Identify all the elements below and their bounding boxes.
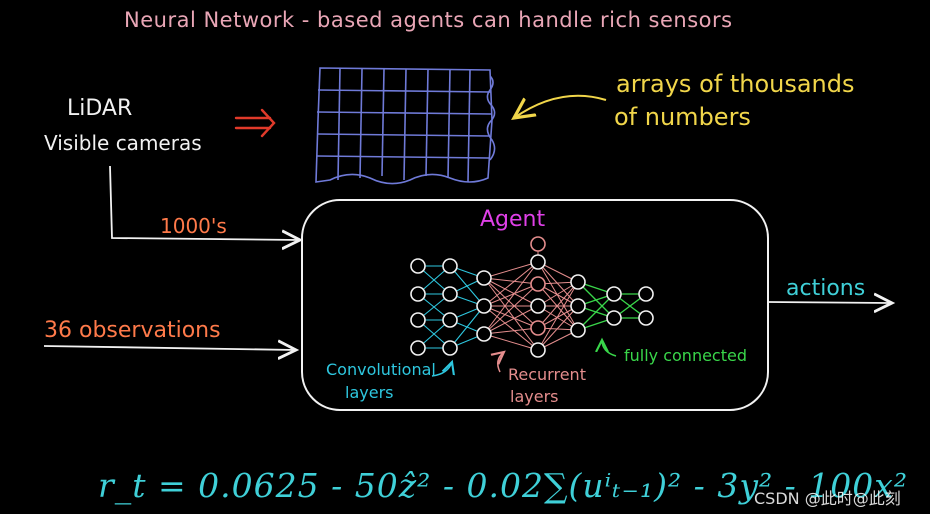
conv-label-line1: Convolutional bbox=[326, 360, 436, 379]
recurrent-label-line1: Recurrent bbox=[508, 365, 586, 384]
diagram-title: Neural Network - based agents can handle… bbox=[124, 8, 733, 32]
recurrent-label-line2: layers bbox=[510, 387, 558, 406]
conv-label-line2: layers bbox=[345, 383, 393, 402]
observations-input-line bbox=[44, 346, 296, 350]
observations-label: 36 observations bbox=[44, 318, 221, 343]
sensor-label-cameras: Visible cameras bbox=[44, 131, 202, 155]
watermark: CSDN @此时@此刻 bbox=[754, 485, 901, 509]
fc-label: fully connected bbox=[624, 346, 747, 365]
network-nodes bbox=[411, 237, 653, 357]
arrays-note-line2: of numbers bbox=[614, 103, 751, 131]
agent-title: Agent bbox=[480, 207, 545, 232]
arrays-note-arrow bbox=[514, 96, 606, 118]
thousands-label: 1000's bbox=[160, 214, 227, 238]
actions-output-line bbox=[768, 302, 892, 303]
recurrent-label-arrow bbox=[498, 352, 504, 372]
arrays-note-line1: arrays of thousands bbox=[616, 70, 855, 98]
conv-connections bbox=[418, 266, 484, 348]
implies-arrow bbox=[236, 110, 274, 136]
fc-label-arrow bbox=[602, 340, 616, 356]
sensor-array-grid bbox=[316, 68, 495, 184]
sensor-label-lidar: LiDAR bbox=[67, 96, 132, 121]
actions-label: actions bbox=[786, 276, 865, 301]
